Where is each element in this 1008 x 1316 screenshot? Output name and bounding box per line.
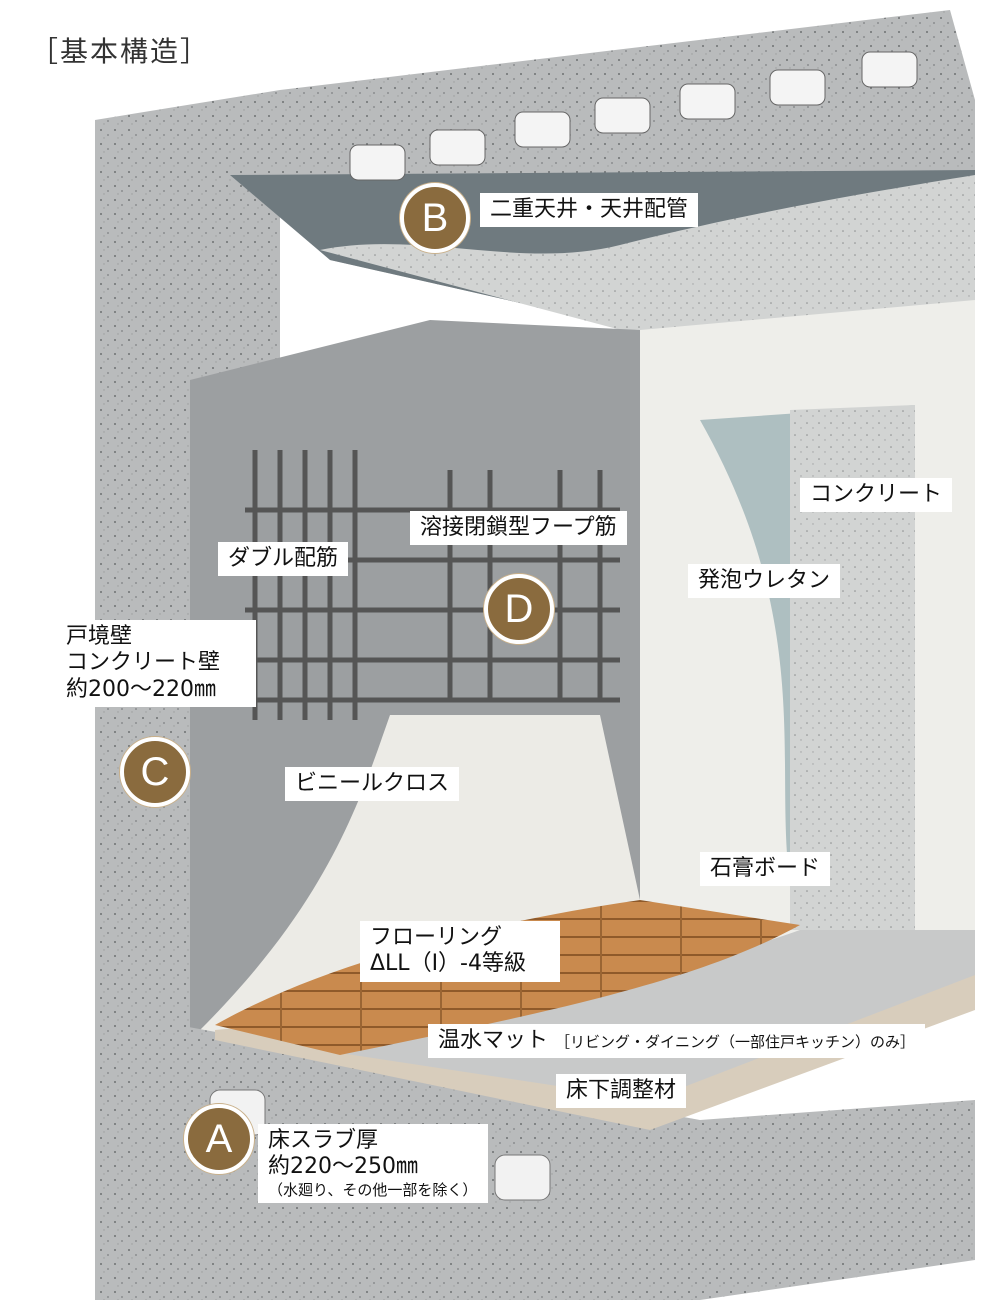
- label-flooring: フローリング ΔLL（Ⅰ）-4等級: [360, 921, 560, 982]
- flooring-line-1: フローリング: [370, 925, 503, 950]
- badge-c: C: [120, 737, 190, 807]
- label-subfloor: 床下調整材: [556, 1074, 687, 1109]
- label-floor-slab: 床スラブ厚 約220〜250㎜ （水廻り、その他一部を除く）: [258, 1124, 488, 1203]
- label-urethane: 発泡ウレタン: [688, 564, 841, 599]
- badge-a: A: [184, 1104, 254, 1174]
- partition-wall-line-2: コンクリート壁: [66, 650, 221, 676]
- label-double-rebar: ダブル配筋: [218, 542, 349, 577]
- label-vinyl-cloth: ビニールクロス: [285, 767, 460, 802]
- flooring-line-2: ΔLL（Ⅰ）-4等級: [370, 951, 526, 977]
- page-title: ［基本構造］: [30, 35, 211, 68]
- hot-water-mat-note: ［リビング・ダイニング（一部住戸キッチン）のみ］: [555, 1033, 916, 1051]
- right-concrete: [790, 405, 915, 930]
- floor-slab-line-1: 床スラブ厚: [268, 1128, 379, 1153]
- ceiling-ducts: [349, 51, 918, 181]
- label-ceiling: 二重天井・天井配管: [480, 193, 699, 228]
- ceiling-board: [320, 175, 975, 335]
- label-gypsum-board: 石膏ボード: [700, 852, 831, 887]
- floor-slab-line-2: 約220〜250㎜: [268, 1154, 418, 1180]
- label-concrete: コンクリート: [800, 478, 953, 513]
- floor-slab-line-3: （水廻り、その他一部を除く）: [268, 1180, 478, 1199]
- label-hot-water-mat: 温水マット ［リビング・ダイニング（一部住戸キッチン）のみ］: [428, 1024, 926, 1059]
- label-hoop-rebar: 溶接閉鎖型フープ筋: [410, 511, 627, 546]
- hot-water-mat-text: 温水マット: [438, 1028, 549, 1053]
- partition-wall-line-1: 戸境壁: [66, 624, 133, 649]
- badge-d: D: [484, 574, 554, 644]
- badge-b: B: [400, 183, 470, 253]
- label-partition-wall: 戸境壁 コンクリート壁 約200〜220㎜: [56, 620, 256, 708]
- rebar-grid: [245, 450, 620, 720]
- partition-wall-line-3: 約200〜220㎜: [66, 676, 216, 702]
